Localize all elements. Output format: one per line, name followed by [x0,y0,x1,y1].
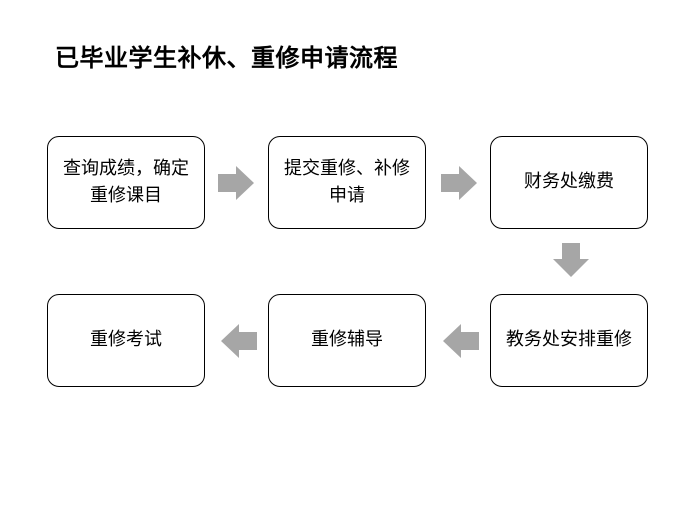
step-box-5: 重修辅导 [268,294,426,387]
arrow-right-icon [441,166,477,200]
step-label-5: 重修辅导 [311,329,383,351]
step-box-6: 重修考试 [47,294,205,387]
step-label-6: 重修考试 [90,329,162,351]
page-title: 已毕业学生补休、重修申请流程 [55,43,398,72]
step-box-1: 查询成绩，确定重修课目 [47,136,205,229]
arrow-left-icon [443,324,479,358]
step-box-3: 财务处缴费 [490,136,648,229]
step-label-1: 查询成绩，确定重修课目 [63,158,189,206]
step-label-4: 教务处安排重修 [506,329,632,351]
step-box-2: 提交重修、补修申请 [268,136,426,229]
step-label-2: 提交重修、补修申请 [284,158,410,206]
arrow-left-icon [221,324,257,358]
step-label-3: 财务处缴费 [524,171,614,193]
step-box-4: 教务处安排重修 [490,294,648,387]
arrow-down-icon [553,243,589,277]
arrow-right-icon [218,166,254,200]
